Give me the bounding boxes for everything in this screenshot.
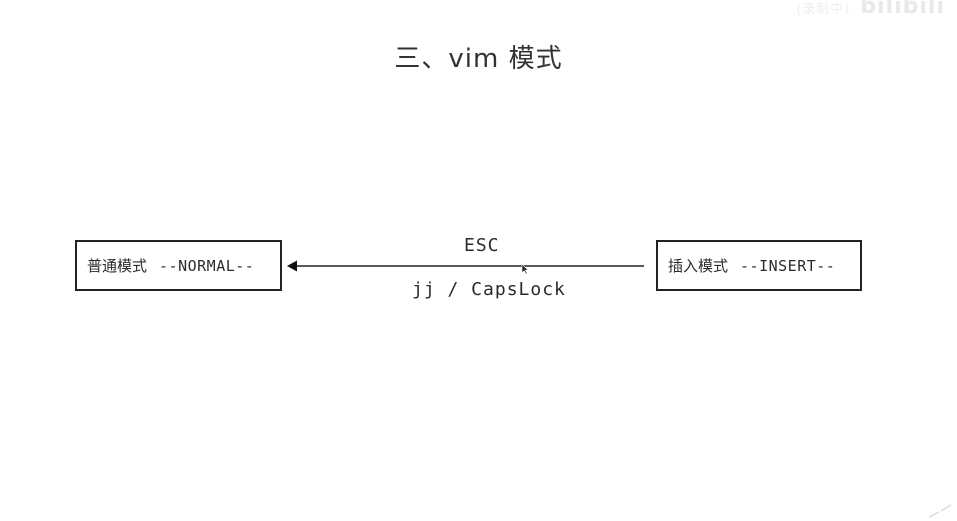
page-title: 三、vim 模式 <box>394 44 563 74</box>
watermark-logo: (录制中) bilibili <box>796 0 945 19</box>
insert-mode-indicator: --INSERT-- <box>740 256 836 275</box>
normal-mode-indicator: --NORMAL-- <box>159 256 255 275</box>
pen-scribble-icon <box>928 504 952 518</box>
watermark-text: bilibili <box>860 0 945 19</box>
insert-mode-label: 插入模式 <box>668 257 729 275</box>
jj-capslock-label: jj / CapsLock <box>412 279 566 300</box>
esc-label: ESC <box>464 235 500 256</box>
normal-mode-label: 普通模式 <box>87 257 148 275</box>
arrow-head <box>287 260 297 272</box>
insert-mode-box: 插入模式 --INSERT-- <box>656 240 862 291</box>
normal-mode-box: 普通模式 --NORMAL-- <box>75 240 282 291</box>
mouse-cursor-icon <box>521 263 529 275</box>
watermark-sub: (录制中) <box>796 2 851 17</box>
transition-arrow <box>287 260 644 272</box>
